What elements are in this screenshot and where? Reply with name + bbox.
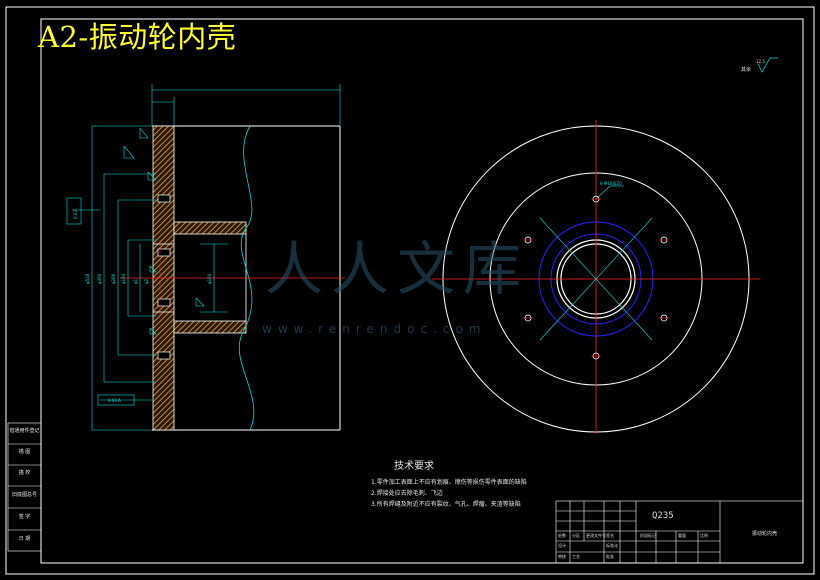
tb-label: 工艺 <box>572 554 580 559</box>
side-table-cell: 描 校 <box>18 470 31 476</box>
tech-item: 2.焊接处应去除毛刺、飞边 <box>371 490 443 497</box>
tb-label: 处数 <box>558 533 566 538</box>
side-table <box>7 422 42 552</box>
tech-requirements-list: 1.零件加工表面上不应有划痕、擦伤等损伤零件表面的缺陷 2.焊接处应去除毛刺、飞… <box>371 477 527 510</box>
tol-box-bottom: 0.03 A <box>108 398 121 403</box>
hub-hatch-upper <box>173 221 247 235</box>
side-table-cell: 旧底图总号 <box>11 492 37 498</box>
tb-label: 批准 <box>606 554 614 559</box>
section-view <box>66 84 345 431</box>
tb-label: 更改文件号 <box>586 533 606 538</box>
dim-d518: φ518 <box>85 273 90 284</box>
tb-label: 设计 <box>558 543 566 548</box>
front-view <box>432 120 760 434</box>
hub-hatch-lower <box>173 320 247 334</box>
tb-label: 比例 <box>700 533 708 538</box>
dim-d390: φ390 <box>97 273 102 284</box>
dim-d286: φ286 <box>111 273 116 284</box>
side-table-cell: 描 图 <box>18 449 31 455</box>
side-table-cell: 日 期 <box>18 536 31 542</box>
outer-frame <box>5 6 815 575</box>
title-block <box>555 500 804 564</box>
tb-label: 审核 <box>558 554 566 559</box>
material: Q235 <box>652 511 674 521</box>
watermark-url: www.renrendoc.com <box>262 322 487 336</box>
roughness-label: 其余 <box>741 67 752 73</box>
tech-requirements-heading: 技术要求 <box>394 461 434 472</box>
tb-label: 重量 <box>678 533 686 538</box>
tech-item: 1.零件加工表面上不应有划痕、擦伤等损伤零件表面的缺陷 <box>371 479 527 486</box>
roughness-value: 12.5 <box>756 59 765 64</box>
part-name: 振动轮内壳 <box>752 531 778 537</box>
watermark-brand: 人人文库 <box>265 235 530 303</box>
dim-d1: φ1 <box>133 278 138 284</box>
tol-box-left: 0.03 <box>73 210 78 219</box>
drawing-title: A2-振动轮内壳 <box>38 20 237 54</box>
tech-item: 3.所有焊缝及附近不应有裂纹、气孔、焊瘤、夹渣等缺陷 <box>371 501 521 508</box>
tb-label: 签名 <box>606 533 614 538</box>
inner-frame <box>40 18 804 564</box>
side-table-cell: 签 字 <box>18 514 31 520</box>
hole-note: 6-M16深20 <box>600 180 622 186</box>
dim-d164: φ164 <box>207 273 212 284</box>
dim-d2: φ2 <box>144 278 149 284</box>
roughness-symbol <box>757 57 778 73</box>
tb-label: 分区 <box>572 533 580 538</box>
tb-label: 标准化 <box>606 543 618 548</box>
dim-d194: φ194 <box>121 273 126 284</box>
side-table-cell: 借通用件登记 <box>9 428 40 434</box>
break-line <box>238 125 255 431</box>
tb-label: 阶段标记 <box>640 533 656 538</box>
